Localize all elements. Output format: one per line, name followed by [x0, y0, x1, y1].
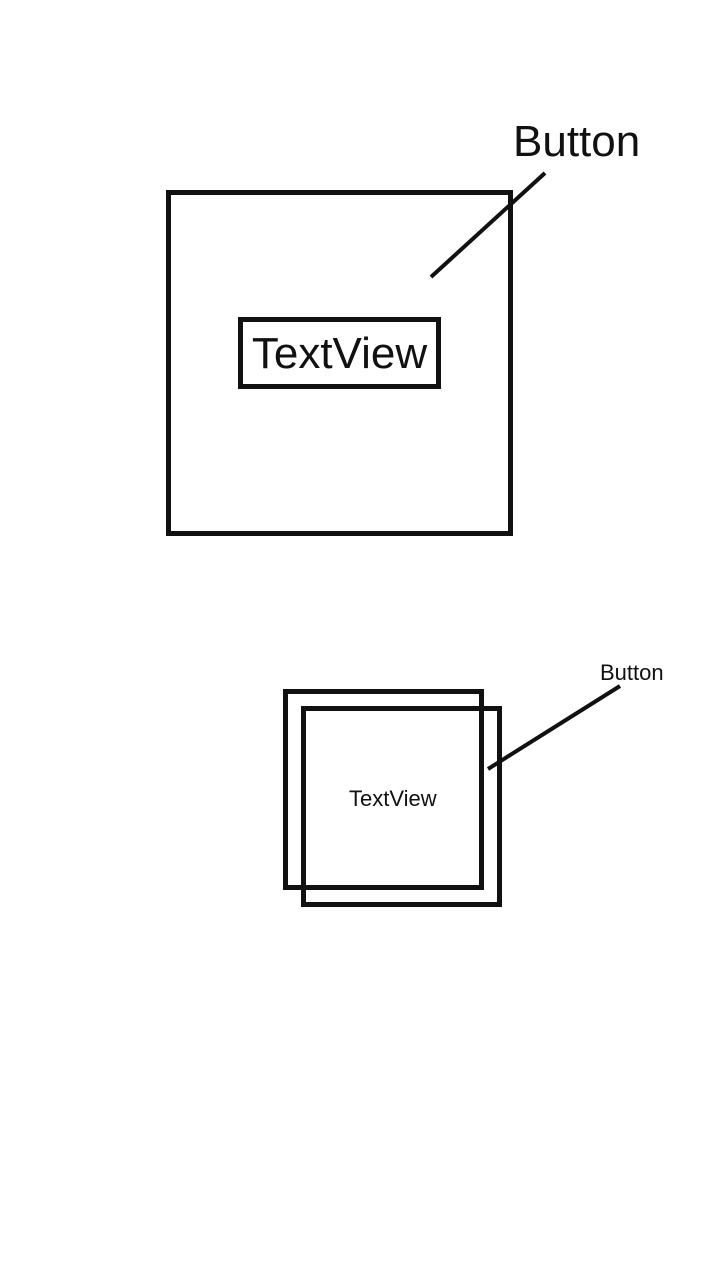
small-front-box: [301, 706, 502, 907]
large-button-label: Button: [513, 117, 641, 166]
small-back-box: [283, 689, 484, 890]
small-button-label: Button: [600, 660, 664, 685]
small-button-leader-line: [486, 684, 622, 771]
large-textview-box: TextView: [238, 317, 441, 389]
large-button-box: [166, 190, 513, 536]
small-textview-label: TextView: [349, 786, 437, 811]
large-textview-label: TextView: [251, 329, 428, 378]
